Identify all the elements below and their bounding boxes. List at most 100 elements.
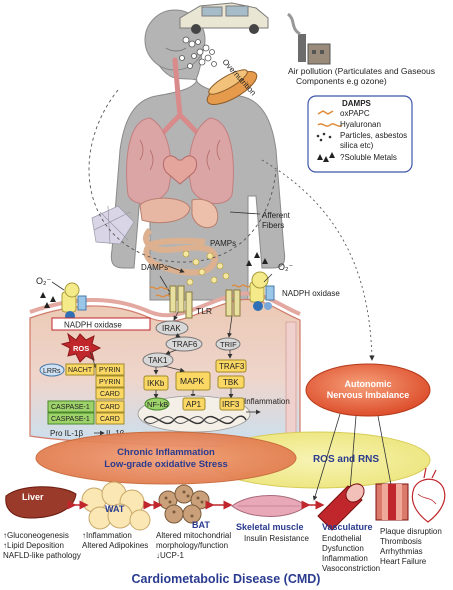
nfkb-label: NF-kB [147, 400, 168, 409]
traf6-label: TRAF6 [172, 340, 198, 349]
legend-item-hyaluronan: Hyaluronan [340, 120, 381, 129]
vessel-icon [317, 483, 365, 531]
wat-effects: ↑Inflammation Altered Adipokines [82, 531, 148, 550]
vasculature-effect: Endothelial [322, 534, 362, 543]
ikkb-label: IKKb [147, 379, 165, 388]
oxpapc-icon [317, 110, 334, 115]
chronic-label-2: Low-grade oxidative Stress [104, 459, 228, 470]
ap1-label: AP1 [186, 400, 202, 409]
wat-effect: Altered Adipokines [82, 541, 148, 550]
exhaust-particles-icon [179, 36, 217, 69]
autonomic-label-1: Autonomic [345, 379, 392, 389]
trif-label: TRIF [220, 340, 237, 349]
factory-icon [286, 12, 331, 65]
legend-title: DAMPS [342, 99, 372, 108]
heart-organ [162, 155, 198, 185]
air-pollution-label-2: Components e.g ozone) [296, 76, 387, 86]
hyaluronan-icon [317, 123, 343, 127]
metals-icon [317, 152, 335, 162]
liver-effect: ↑Gluconeogenesis [3, 531, 69, 540]
nadph-oxidase-right-label: NADPH oxidase [282, 289, 340, 298]
caspase-label-1: CASPASE-1 [51, 404, 90, 411]
irf3-label: IRF3 [222, 400, 240, 409]
tak1-node [142, 352, 174, 368]
skeletal-muscle-label: Skeletal muscle [236, 522, 304, 532]
caspase-label-2: CASPASE-1 [51, 416, 90, 423]
lrrs-label: LRRs [43, 368, 61, 375]
heart-effect: Thrombosis [380, 537, 422, 546]
liver-effect: ↑Lipid Deposition [3, 541, 64, 550]
traf3-node [215, 359, 247, 373]
car-icon [179, 2, 269, 34]
heart-effects: Plaque disruption Thrombosis Arrhythmias… [380, 527, 442, 566]
chronic-label-1: Chronic Inflammation [117, 447, 215, 458]
card-label-1: CARD [100, 391, 120, 398]
legend-item-oxpapc: oxPAPC [340, 109, 370, 118]
irak-label: IRAK [162, 324, 181, 333]
wat-effect: ↑Inflammation [82, 531, 132, 540]
ap1-node [182, 397, 206, 411]
nacht-label: NACHT [68, 367, 93, 374]
mapk-label: MAPK [180, 376, 204, 386]
inflammation-label: Inflammation [244, 397, 290, 406]
damps-legend: DAMPS oxPAPC Hyaluronan Particles, asbes… [307, 95, 413, 173]
nfkb-node [144, 397, 170, 411]
legend-item-metals: ?Soluble Metals [340, 153, 397, 162]
heart-effect: Heart Failure [380, 557, 427, 566]
skeletal-effect: Insulin Resistance [244, 534, 309, 543]
inflammasome: LRRs NACHT PYRIN PYRIN CARD CASPASE-1 CA… [39, 363, 125, 425]
chronic-inflammation-node [35, 431, 297, 485]
heart-effect: Arrhythmias [380, 547, 423, 556]
bat-effects: Altered mitochondrial morphology/functio… [156, 531, 231, 560]
ros-rns-label: ROS and RNS [313, 454, 379, 465]
pamps-label: PAMPs [210, 239, 236, 248]
heart-effect: Plaque disruption [380, 527, 442, 536]
wat-label: WAT [105, 504, 125, 514]
air-pollution-label: Air pollution (Particulates and Gaseous [288, 66, 435, 76]
pro-il-label: Pro IL-1β [50, 429, 83, 438]
nadph-oxidase-right-icon [249, 271, 275, 311]
card-label-3: CARD [100, 416, 120, 423]
food-icon [206, 69, 258, 105]
superoxide-particles-right [246, 252, 268, 266]
liver-effect: NAFLD-like pathology [3, 551, 81, 560]
afferent-pointer [229, 211, 261, 215]
bat-icon [158, 484, 210, 524]
traf6-node [165, 336, 203, 352]
liver-organ [139, 197, 191, 224]
nadph-oxidase-box-label: NADPH oxidase [64, 321, 122, 330]
particles-icon [316, 132, 332, 142]
tak1-label: TAK1 [148, 356, 168, 365]
vasculature-effects: Endothelial Dysfunction Inflammation Vas… [322, 534, 380, 573]
afferent-label: Afferent [262, 211, 291, 220]
stomach-organ [191, 198, 219, 229]
tbk-label: TBK [223, 378, 239, 387]
autonomic-imbalance-node [305, 363, 431, 417]
liver-effects: ↑Gluconeogenesis ↑Lipid Deposition NAFLD… [3, 531, 81, 560]
bat-effect: ↓UCP-1 [156, 551, 185, 560]
right-lung [188, 117, 234, 204]
liver-label: Liver [22, 492, 44, 502]
superoxide-particles-left [40, 292, 56, 308]
pyrin-label-2: PYRIN [99, 379, 120, 386]
irak-node [155, 320, 189, 336]
tlr-receptors [169, 285, 241, 319]
human-figure [88, 9, 286, 301]
artery-section-icon [375, 483, 409, 521]
tlr-label: TLR [196, 306, 212, 316]
traf3-label: TRAF3 [219, 362, 245, 371]
nadph-oxidase-box [51, 317, 151, 331]
vagus-loop [88, 89, 277, 263]
vasculature-label: Vasculature [322, 522, 373, 532]
autonomic-outputs [312, 413, 394, 501]
footer-title: Cardiometabolic Disease (CMD) [132, 572, 321, 586]
o2-left-arrow [51, 281, 65, 291]
trif-node [215, 337, 241, 351]
o2-left: O₂⁻ [36, 276, 51, 286]
vasculature-effect: Vasoconstriction [322, 564, 380, 573]
legend-item-silica: silica etc) [340, 141, 374, 150]
adipose-mesh [91, 205, 135, 245]
ros-to-inflammasome-arrow [89, 351, 97, 369]
bat-effect: morphology/function [156, 541, 228, 550]
